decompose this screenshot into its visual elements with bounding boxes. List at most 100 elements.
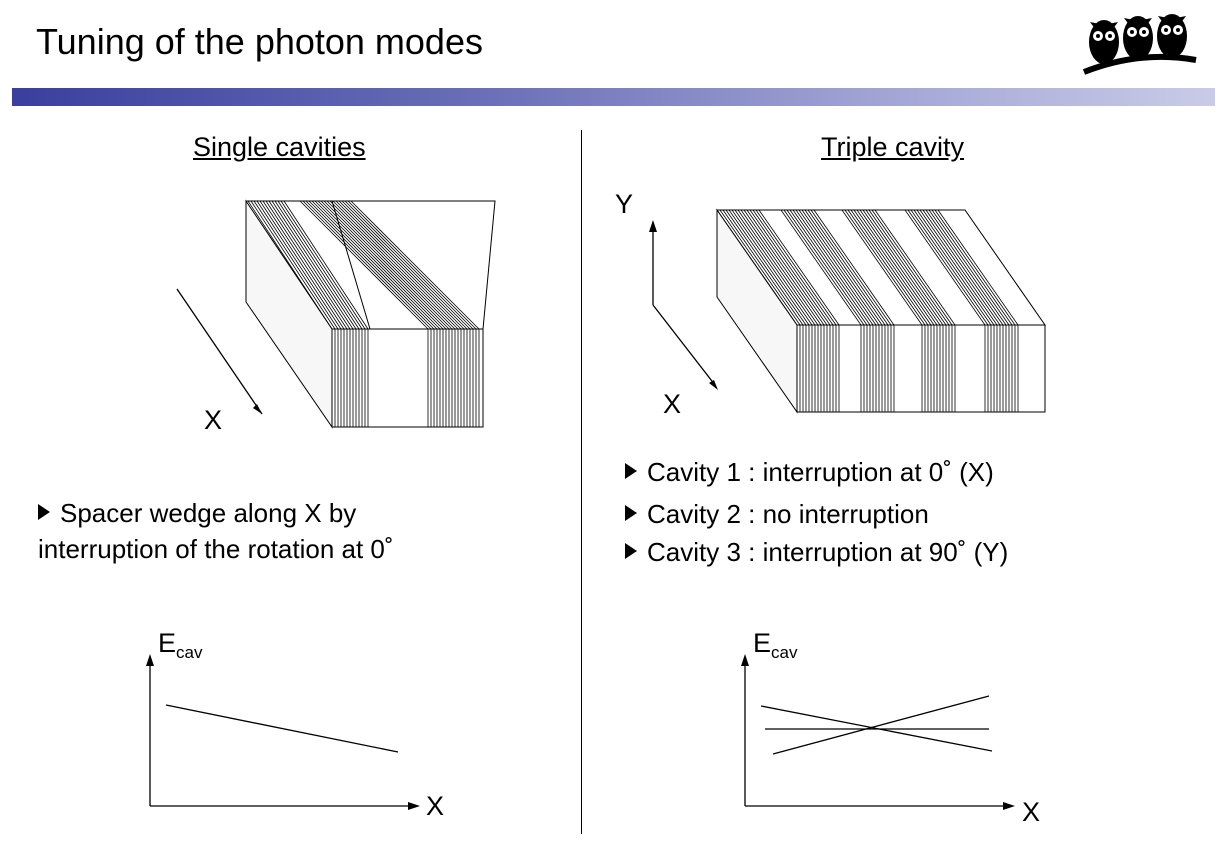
mirror-layer-line xyxy=(931,209,1013,326)
mirror-layer-line xyxy=(338,200,468,330)
mirror-layer-line xyxy=(311,200,441,330)
mirror-layer-line xyxy=(262,200,348,330)
single-cavity-energy-line xyxy=(165,704,399,753)
mirror-layer-line xyxy=(859,209,941,326)
heading-triple-cavity: Triple cavity xyxy=(821,132,965,162)
front-face xyxy=(331,328,484,428)
mirror-layer-line xyxy=(259,200,345,330)
mirror-layer-line xyxy=(737,209,819,326)
mirror-layer-line xyxy=(277,200,363,330)
mirror-layer-line xyxy=(731,209,813,326)
mirror-layer-line xyxy=(801,209,883,326)
mirror-layer-line xyxy=(922,209,1004,326)
mirror-layer-line xyxy=(725,209,807,326)
arrow-bullet-icon xyxy=(625,543,637,559)
mirror-layer-line xyxy=(335,200,465,330)
mirror-layer-line xyxy=(317,200,447,330)
mirror-layer-line xyxy=(844,209,926,326)
mirror-layer-line xyxy=(740,209,822,326)
mirror-layer-line xyxy=(850,209,932,326)
arrow-bullet-icon xyxy=(625,505,637,521)
mirror-layer-line xyxy=(916,209,998,326)
mirror-layer-line xyxy=(755,209,837,326)
mirror-layer-line xyxy=(780,209,862,326)
mirror-layer-line xyxy=(329,200,459,330)
mirror-layer-line xyxy=(314,200,444,330)
mirror-layer-line xyxy=(919,209,1001,326)
mirror-layer-line xyxy=(326,200,456,330)
title-bar xyxy=(12,88,1215,106)
heading-single-cavities: Single cavities xyxy=(193,132,366,162)
mirror-layer-line xyxy=(743,209,825,326)
single-energy-graph xyxy=(146,654,420,810)
mirror-layer-line xyxy=(795,209,877,326)
mirror-layer-line xyxy=(865,209,947,326)
mirror-layer-line xyxy=(810,209,892,326)
arrow-bullet-icon xyxy=(625,463,637,479)
triple-x-axis-label: X xyxy=(663,389,682,419)
mirror-layer-line xyxy=(271,200,357,330)
mirror-layer-line xyxy=(786,209,868,326)
mirror-layer-line xyxy=(874,209,956,326)
mirror-layer-line xyxy=(752,209,834,326)
single-x-axis-label: X xyxy=(204,405,223,435)
mirror-layer-line xyxy=(722,209,804,326)
mirror-layer-line xyxy=(792,209,874,326)
mirror-layer-line xyxy=(283,200,369,330)
mirror-layer-line xyxy=(302,200,432,330)
mirror-layer-line xyxy=(247,200,333,330)
mirror-layer-line xyxy=(734,209,816,326)
mirror-layer-line xyxy=(910,209,992,326)
mirror-layer-line xyxy=(323,200,453,330)
column-divider xyxy=(581,130,582,834)
mirror-layer-line xyxy=(250,200,336,330)
cavity-3-energy-line xyxy=(772,695,990,755)
mirror-layer-line xyxy=(332,200,462,330)
mirror-layer-line xyxy=(299,200,429,330)
triple-graph-x-label: X xyxy=(1022,797,1041,827)
mirror-layer-line xyxy=(320,200,450,330)
triple-energy-graph xyxy=(741,654,1015,810)
mirror-layer-line xyxy=(783,209,865,326)
mirror-layer-line xyxy=(907,209,989,326)
mirror-layer-line xyxy=(274,200,360,330)
mirror-layer-line xyxy=(749,209,831,326)
mirror-layer-line xyxy=(856,209,938,326)
mirror-layer-line xyxy=(871,209,953,326)
single-graph-x-label: X xyxy=(426,791,445,821)
single-graph-y-label: Ecav xyxy=(158,628,203,662)
triple-graph-y-label: Ecav xyxy=(753,628,798,662)
mirror-layer-line xyxy=(758,209,840,326)
mirror-layer-line xyxy=(904,209,986,326)
mirror-layer-line xyxy=(789,209,871,326)
mirror-layer-line xyxy=(746,209,828,326)
triple-y-axis-label: Y xyxy=(615,189,634,219)
mirror-layer-line xyxy=(253,200,339,330)
mirror-layer-line xyxy=(728,209,810,326)
mirror-layer-line xyxy=(280,200,366,330)
mirror-layer-line xyxy=(341,200,471,330)
triple-bullet-cavity-3: Cavity 3 : interruption at 90˚ (Y) xyxy=(625,535,1008,569)
mirror-layer-line xyxy=(868,209,950,326)
mirror-layer-line xyxy=(798,209,880,326)
mirror-layer-line xyxy=(344,200,474,330)
slide-title: Tuning of the photon modes xyxy=(36,21,483,62)
triple-cavity-block-diagram xyxy=(649,208,1046,414)
single-cavity-block-diagram xyxy=(176,199,496,429)
mirror-layer-line xyxy=(256,200,342,330)
mirror-layer-line xyxy=(937,209,1019,326)
mirror-layer-line xyxy=(308,200,438,330)
mirror-layer-line xyxy=(813,209,895,326)
mirror-layer-line xyxy=(925,209,1007,326)
mirror-layer-line xyxy=(853,209,935,326)
arrow-bullet-icon xyxy=(38,504,50,520)
mirror-layer-line xyxy=(841,209,923,326)
mirror-layer-line xyxy=(804,209,886,326)
mirror-layer-line xyxy=(928,209,1010,326)
triple-bullet-cavity-1: Cavity 1 : interruption at 0˚ (X) xyxy=(625,455,994,489)
mirror-layer-line xyxy=(847,209,929,326)
mirror-layer-line xyxy=(719,209,801,326)
single-bullet-line-2: interruption of the rotation at 0˚ xyxy=(38,534,394,564)
mirror-layer-line xyxy=(268,200,354,330)
mirror-layer-line xyxy=(913,209,995,326)
